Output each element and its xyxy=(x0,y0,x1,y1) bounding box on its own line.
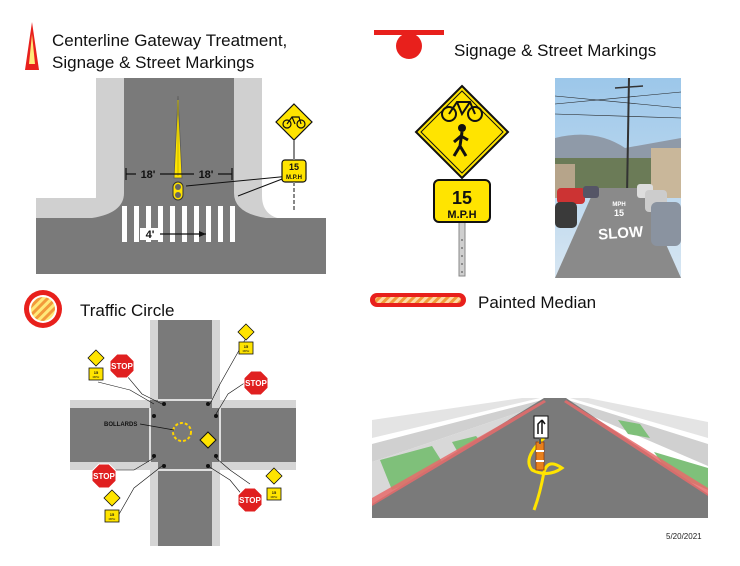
gateway-title: Centerline Gateway Treatment, Signage & … xyxy=(52,30,287,74)
gateway-diagram: 18' 18' 4' 15 M.P.H xyxy=(36,78,326,274)
signage-diamond-sign xyxy=(414,84,510,180)
svg-text:STOP: STOP xyxy=(93,472,115,481)
date-stamp: 5/20/2021 xyxy=(666,532,702,541)
svg-text:MPH: MPH xyxy=(243,349,250,353)
stop-sign-ne: STOP xyxy=(243,370,269,396)
gateway-bike-sign xyxy=(275,103,313,141)
traffic-circle-diagram: BOLLARDS STOP STOP STOP STOP 15 MPH 15 M… xyxy=(70,320,296,546)
stop-sign-nw: STOP xyxy=(109,353,135,379)
parked-cars xyxy=(555,184,681,246)
signage-sign-unit: M.P.H xyxy=(447,209,476,221)
median-bollard xyxy=(535,441,545,471)
stop-sign-sw: STOP xyxy=(91,463,117,489)
dim-right-label: 18' xyxy=(199,169,214,181)
svg-text:STOP: STOP xyxy=(111,362,133,371)
dim-bottom-label: 4' xyxy=(146,229,155,241)
painted-median-icon xyxy=(370,293,466,307)
gateway-title-line1: Centerline Gateway Treatment, xyxy=(52,31,288,50)
svg-text:STOP: STOP xyxy=(239,496,261,505)
gateway-title-line2: Signage & Street Markings xyxy=(52,53,255,72)
roundabout xyxy=(172,422,192,442)
sidewalk-right xyxy=(232,78,326,228)
warning-sign-sw: 15 MPH xyxy=(103,489,121,523)
bollards-label: BOLLARDS xyxy=(104,422,137,428)
svg-text:15: 15 xyxy=(94,370,99,375)
median-diagram xyxy=(372,398,708,518)
photo-mph: MPH xyxy=(612,202,625,208)
warning-sign-nw: 15 MPH xyxy=(87,349,105,381)
roundabout-sign xyxy=(199,431,217,449)
median-sign xyxy=(533,415,549,439)
traffic-circle-icon xyxy=(24,290,62,328)
crosswalk xyxy=(122,206,235,242)
gateway-sign-speed: 15 xyxy=(289,162,299,172)
gateway-sign-unit: M.P.H xyxy=(286,175,302,181)
photo-slow: SLOW xyxy=(598,223,645,243)
signage-post: 15 M.P.H xyxy=(414,84,510,277)
warning-sign-ne: 15 MPH xyxy=(237,323,255,355)
warning-sign-se: 15 MPH xyxy=(265,467,283,501)
signage-marker-icon xyxy=(374,30,444,59)
photo-speed: 15 xyxy=(614,208,624,218)
circle-title: Traffic Circle xyxy=(80,301,175,320)
dim-left-label: 18' xyxy=(141,169,156,181)
svg-text:STOP: STOP xyxy=(245,379,267,388)
street-photo: MPH 15 SLOW xyxy=(555,78,681,278)
svg-text:MPH: MPH xyxy=(93,375,100,379)
median-centerline xyxy=(527,436,565,511)
svg-text:15: 15 xyxy=(272,490,277,495)
signage-sign-speed: 15 xyxy=(452,188,472,208)
signage-title: Signage & Street Markings xyxy=(454,41,657,60)
svg-text:15: 15 xyxy=(110,512,115,517)
median-title: Painted Median xyxy=(478,293,597,312)
signage-speed-sign xyxy=(433,179,491,223)
svg-text:MPH: MPH xyxy=(109,517,116,521)
svg-text:MPH: MPH xyxy=(271,495,278,499)
stop-sign-se: STOP xyxy=(237,487,263,513)
svg-text:15: 15 xyxy=(244,344,249,349)
gateway-cone-icon xyxy=(25,22,39,70)
